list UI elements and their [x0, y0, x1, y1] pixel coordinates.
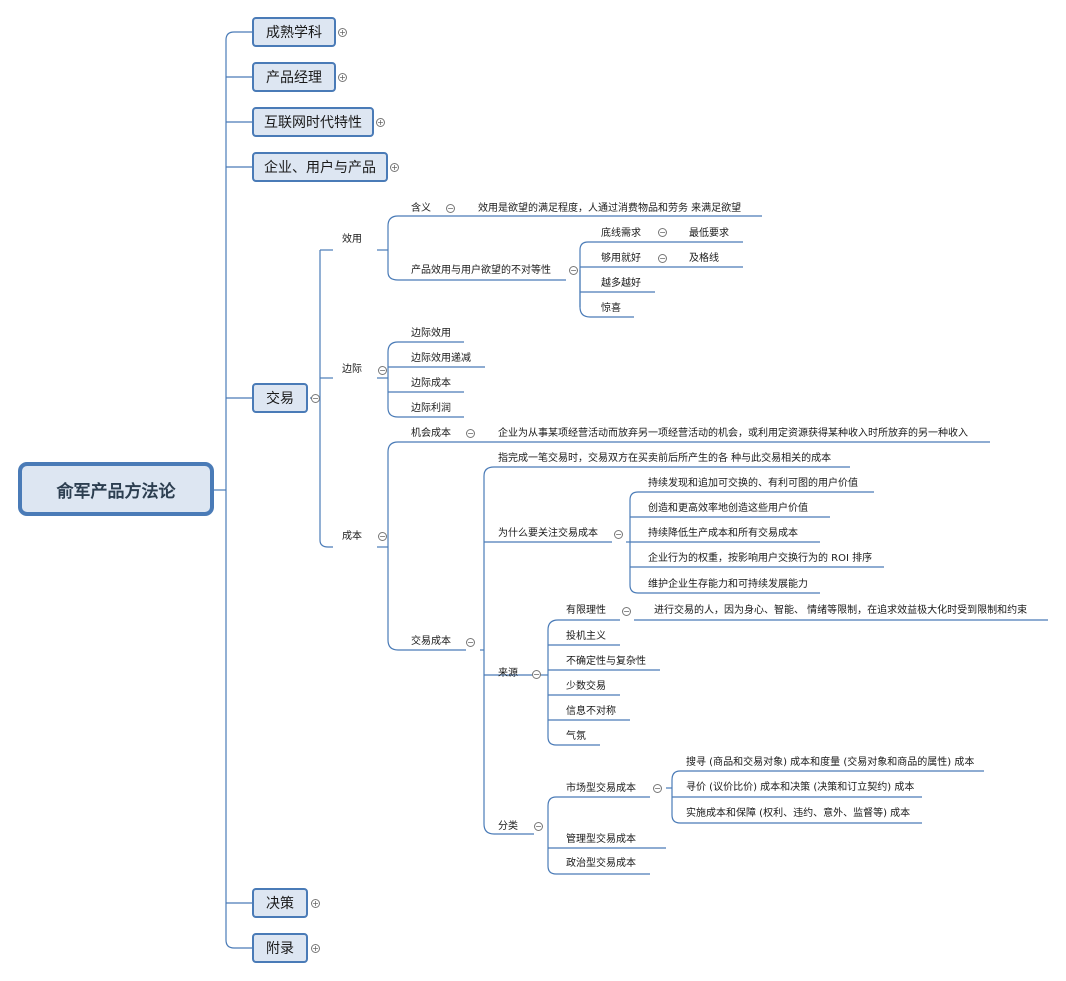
node-utility[interactable]: 效用	[342, 234, 362, 245]
topic-appendix[interactable]: 附录	[252, 933, 308, 963]
topic-internet-era[interactable]: 互联网时代特性	[252, 107, 374, 137]
node-min-requirement[interactable]: 最低要求	[689, 228, 729, 239]
node-market-item[interactable]: 寻价 (议价比价) 成本和决策 (决策和订立契约) 成本	[686, 782, 915, 793]
node-marginal-item[interactable]: 边际效用递减	[411, 353, 471, 364]
expand-icon[interactable]: +	[390, 163, 399, 172]
topic-enterprise-user-product[interactable]: 企业、用户与产品	[252, 152, 388, 182]
collapse-icon[interactable]: −	[658, 254, 667, 263]
collapse-icon[interactable]: −	[614, 530, 623, 539]
collapse-icon[interactable]: −	[378, 532, 387, 541]
expand-icon[interactable]: +	[311, 944, 320, 953]
collapse-icon[interactable]: −	[532, 670, 541, 679]
node-surprise[interactable]: 惊喜	[601, 303, 621, 314]
node-marginal[interactable]: 边际	[342, 364, 362, 375]
node-why-item[interactable]: 持续降低生产成本和所有交易成本	[648, 528, 798, 539]
node-political-cost[interactable]: 政治型交易成本	[566, 858, 636, 869]
node-why-item[interactable]: 维护企业生存能力和可持续发展能力	[648, 579, 808, 590]
node-bounded-rationality[interactable]: 有限理性	[566, 605, 606, 616]
collapse-icon[interactable]: −	[466, 429, 475, 438]
node-more-better[interactable]: 越多越好	[601, 278, 641, 289]
collapse-icon[interactable]: −	[622, 607, 631, 616]
node-market-cost[interactable]: 市场型交易成本	[566, 783, 636, 794]
topic-mature-discipline[interactable]: 成熟学科	[252, 17, 336, 47]
expand-icon[interactable]: +	[338, 73, 347, 82]
root-topic[interactable]: 俞军产品方法论	[18, 462, 214, 516]
node-market-item[interactable]: 实施成本和保障 (权利、违约、意外、监督等) 成本	[686, 808, 911, 819]
node-marginal-item[interactable]: 边际利润	[411, 403, 451, 414]
node-transaction-cost[interactable]: 交易成本	[411, 636, 451, 647]
collapse-icon[interactable]: −	[446, 204, 455, 213]
node-source[interactable]: 来源	[498, 668, 518, 679]
node-transaction-cost-def[interactable]: 指完成一笔交易时，交易双方在买卖前后所产生的各 种与此交易相关的成本	[498, 453, 832, 464]
topic-transaction[interactable]: 交易	[252, 383, 308, 413]
topic-decision[interactable]: 决策	[252, 888, 308, 918]
node-marginal-item[interactable]: 边际成本	[411, 378, 451, 389]
node-pass-line[interactable]: 及格线	[689, 253, 719, 264]
expand-icon[interactable]: +	[376, 118, 385, 127]
collapse-icon[interactable]: −	[658, 228, 667, 237]
node-source-item[interactable]: 少数交易	[566, 681, 606, 692]
collapse-icon[interactable]: −	[311, 394, 320, 403]
node-source-item[interactable]: 不确定性与复杂性	[566, 656, 646, 667]
node-why-item[interactable]: 持续发现和追加可交换的、有利可图的用户价值	[648, 478, 858, 489]
node-market-item[interactable]: 搜寻 (商品和交易对象) 成本和度量 (交易对象和商品的属性) 成本	[686, 757, 975, 768]
node-meaning-text[interactable]: 效用是欲望的满足程度，人通过消费物品和劳务 来满足欲望	[478, 203, 742, 214]
node-baseline-need[interactable]: 底线需求	[601, 228, 641, 239]
collapse-icon[interactable]: −	[653, 784, 662, 793]
node-opportunity-cost[interactable]: 机会成本	[411, 428, 451, 439]
node-inequality[interactable]: 产品效用与用户欲望的不对等性	[411, 265, 551, 276]
collapse-icon[interactable]: −	[466, 638, 475, 647]
node-source-item[interactable]: 气氛	[566, 731, 586, 742]
collapse-icon[interactable]: −	[569, 266, 578, 275]
collapse-icon[interactable]: −	[378, 366, 387, 375]
node-source-item[interactable]: 信息不对称	[566, 706, 616, 717]
node-good-enough[interactable]: 够用就好	[601, 253, 641, 264]
node-bounded-rationality-text[interactable]: 进行交易的人，因为身心、智能、 情绪等限制，在追求效益极大化时受到限制和约束	[654, 605, 1028, 616]
node-meaning[interactable]: 含义	[411, 203, 431, 214]
node-why-item[interactable]: 企业行为的权重，按影响用户交换行为的 ROI 排序	[648, 553, 873, 564]
node-why-transaction-cost[interactable]: 为什么要关注交易成本	[498, 528, 598, 539]
node-why-item[interactable]: 创造和更高效率地创造这些用户价值	[648, 503, 808, 514]
expand-icon[interactable]: +	[338, 28, 347, 37]
node-management-cost[interactable]: 管理型交易成本	[566, 834, 636, 845]
node-opportunity-cost-text[interactable]: 企业为从事某项经营活动而放弃另一项经营活动的机会，或利用定资源获得某种收入时所放…	[498, 428, 968, 439]
node-marginal-item[interactable]: 边际效用	[411, 328, 451, 339]
collapse-icon[interactable]: −	[534, 822, 543, 831]
topic-product-manager[interactable]: 产品经理	[252, 62, 336, 92]
node-cost[interactable]: 成本	[342, 531, 362, 542]
expand-icon[interactable]: +	[311, 899, 320, 908]
node-category[interactable]: 分类	[498, 821, 518, 832]
node-source-item[interactable]: 投机主义	[566, 631, 606, 642]
